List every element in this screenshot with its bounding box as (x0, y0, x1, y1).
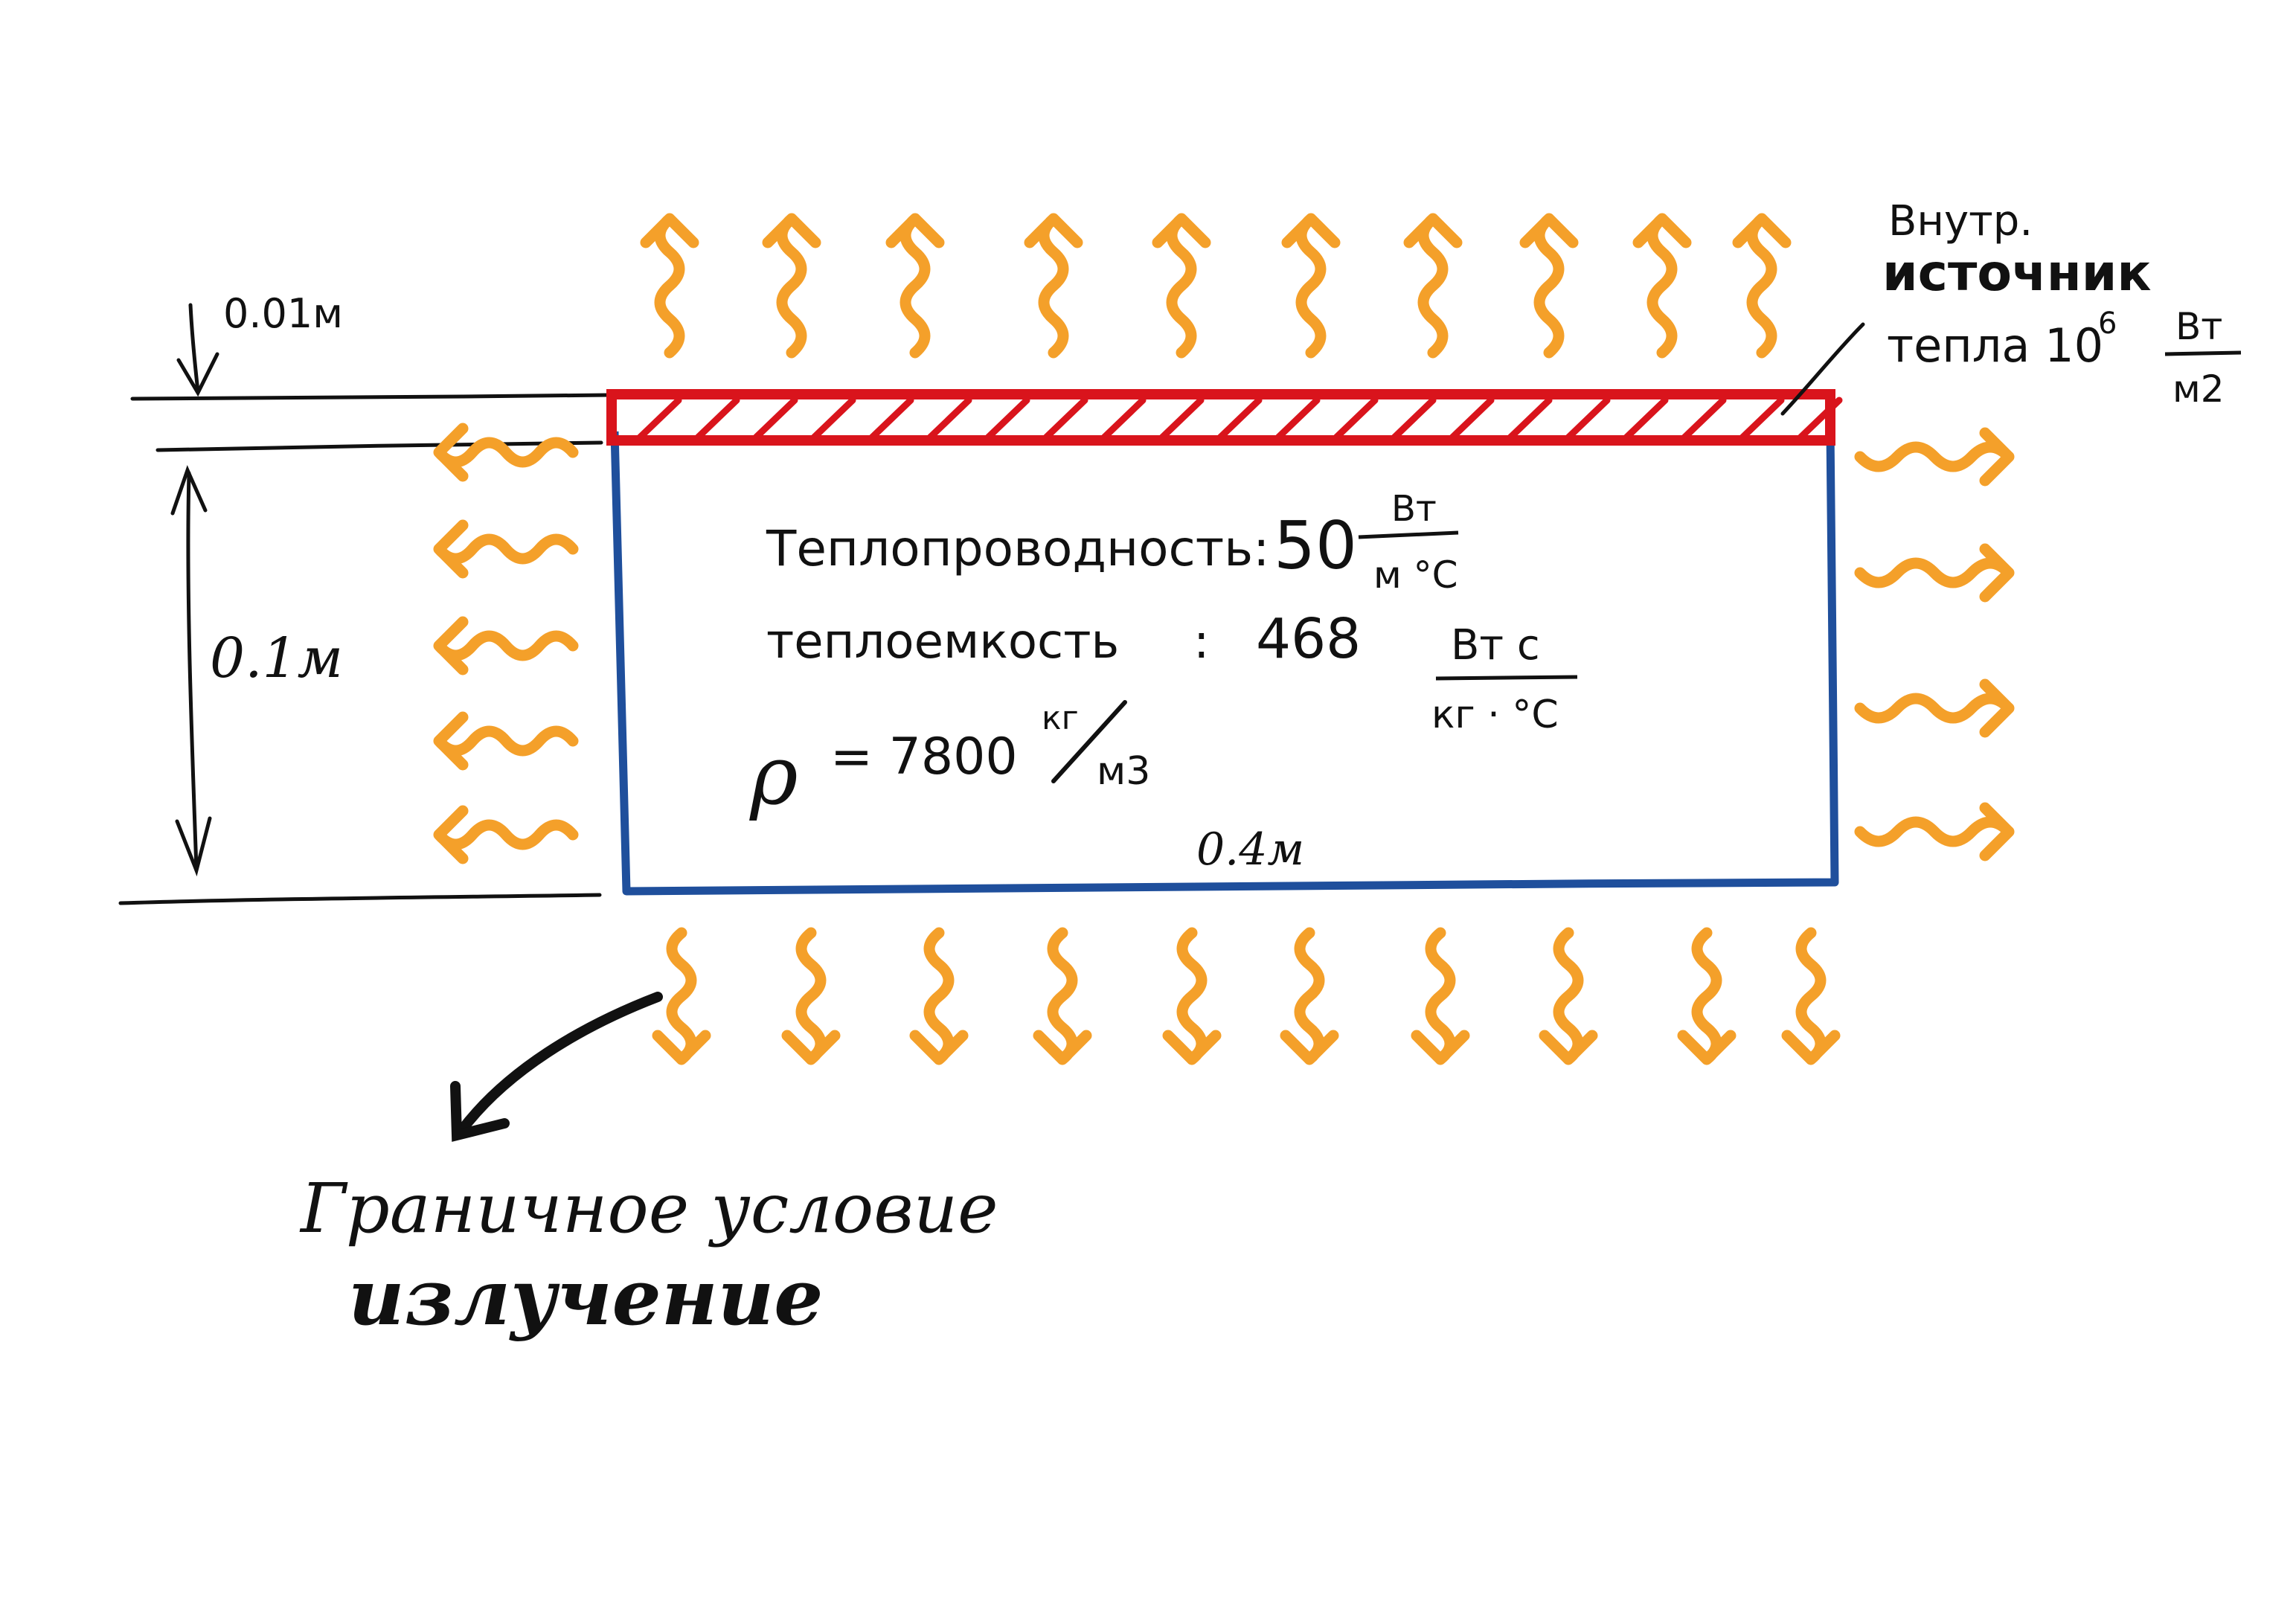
heater-hatch-line (1216, 397, 1263, 441)
density-value: = 7800 (830, 728, 1018, 786)
boundary-line1: Граничное условие (299, 1169, 998, 1248)
radiation-arrow-right (1854, 427, 2015, 487)
heater-hatch-line (868, 397, 914, 441)
heater-hatch-line (1042, 397, 1088, 441)
radiation-arrow-top (1519, 213, 1579, 359)
radiation-arrow-right (1854, 543, 2015, 603)
thickness-label: 0.01м (223, 290, 343, 337)
heater-hatch-line (1507, 397, 1553, 441)
heater-hatch-line (1100, 397, 1147, 441)
heater-extension-line (155, 440, 603, 452)
plate-body (610, 429, 1839, 896)
heater-hatch-line (1565, 397, 1611, 441)
radiation-arrow-top (762, 213, 821, 359)
radiation-arrow-right (1854, 802, 2015, 861)
radiation-arrow-left (433, 616, 579, 675)
heater-hatch-line (1797, 397, 1843, 441)
radiation-arrow-right (1854, 678, 2015, 738)
heater-layer (606, 389, 1843, 446)
radiation-arrow-top (1732, 213, 1792, 359)
conductivity-unit-denominator: м °С (1373, 553, 1458, 597)
heater-hatch-line (1623, 397, 1669, 441)
capacity-unit-denominator: кг · °С (1431, 693, 1559, 737)
properties-block: Теплопроводность: 50 Вт м °С теплоемкост… (749, 488, 1578, 823)
radiation-arrow-bottom (1539, 927, 1598, 1065)
boundary-condition-label: Граничное условие излучение (299, 1169, 998, 1343)
radiation-arrow-bottom (909, 927, 969, 1065)
radiation-arrow-bottom (1411, 927, 1470, 1065)
capacity-value: 468 (1256, 607, 1361, 671)
heater-hatch-line (810, 397, 856, 441)
height-arrow-top-head (170, 465, 208, 516)
radiation-arrow-left (433, 711, 579, 771)
width-label: 0.4м (1196, 824, 1304, 876)
heater-hatch-line (636, 397, 682, 441)
radiation-arrow-bottom (1781, 927, 1841, 1065)
height-arrow-bottom-head (175, 816, 212, 877)
thickness-arrow-shaft (188, 303, 200, 394)
radiation-arrow-top (1632, 213, 1692, 359)
source-exponent: 6 (2098, 306, 2117, 341)
density-unit-numerator: кг (1042, 699, 1079, 737)
heater-hatch-line (1333, 397, 1379, 441)
dimension-lines (118, 303, 611, 905)
radiation-arrow-bottom (1280, 927, 1339, 1065)
heater-hatch-line (1739, 397, 1785, 441)
radiation-arrow-bottom (1033, 927, 1092, 1065)
thickness-arrow-head (176, 352, 219, 397)
heater-hatch-line (1681, 397, 1727, 441)
source-line2: источник (1882, 244, 2152, 303)
radiation-arrow-top (1152, 213, 1211, 359)
height-label: 0.1м (210, 626, 343, 690)
source-label: Внутр. источник тепла 10 6 Вт м2 (1882, 197, 2242, 411)
density-symbol: ρ (749, 728, 798, 823)
conductivity-value: 50 (1274, 507, 1357, 584)
boundary-line2: излучение (348, 1251, 823, 1343)
heater-hatch-line (1449, 397, 1495, 441)
radiation-arrow-left (433, 805, 579, 864)
radiation-arrow-top (640, 213, 699, 359)
conductivity-label: Теплопроводность: (766, 520, 1269, 577)
radiation-arrow-top (1281, 213, 1341, 359)
radiation-arrow-bottom (652, 927, 711, 1065)
radiation-arrow-top (1403, 213, 1463, 359)
heater-hatch-line (694, 397, 740, 441)
height-arrow-shaft (186, 471, 199, 871)
radiation-arrow-bottom (1677, 927, 1737, 1065)
capacity-separator: : (1193, 614, 1210, 670)
heater-leader-line (1780, 322, 1865, 416)
capacity-unit-numerator: Вт с (1451, 621, 1540, 670)
radiation-arrows (433, 213, 2015, 1065)
conductivity-unit-numerator: Вт (1391, 488, 1437, 530)
radiation-arrow-top (885, 213, 945, 359)
heater-hatch-line (1274, 397, 1321, 441)
radiation-arrow-left (433, 519, 579, 579)
radiation-arrow-left (433, 423, 579, 482)
heater-hatch-line (926, 397, 972, 441)
top-extension-line (130, 393, 611, 401)
radiation-arrow-bottom (1162, 927, 1222, 1065)
source-line1: Внутр. (1888, 197, 2033, 245)
source-unit-denominator: м2 (2172, 368, 2225, 411)
source-unit-numerator: Вт (2175, 305, 2222, 348)
density-unit-denominator: м3 (1097, 749, 1150, 794)
bottom-extension-line (118, 893, 602, 905)
heater-hatch-line (752, 397, 798, 441)
radiation-arrow-bottom (781, 927, 841, 1065)
capacity-label: теплоемкость (766, 614, 1119, 670)
heater-hatch-line (1391, 397, 1437, 441)
source-line3: тепла 10 (1887, 318, 2103, 373)
heater-hatch-line (1158, 397, 1205, 441)
radiation-arrow-top (1024, 213, 1083, 359)
heater-hatch-line (984, 397, 1030, 441)
boundary-pointer (450, 992, 663, 1142)
